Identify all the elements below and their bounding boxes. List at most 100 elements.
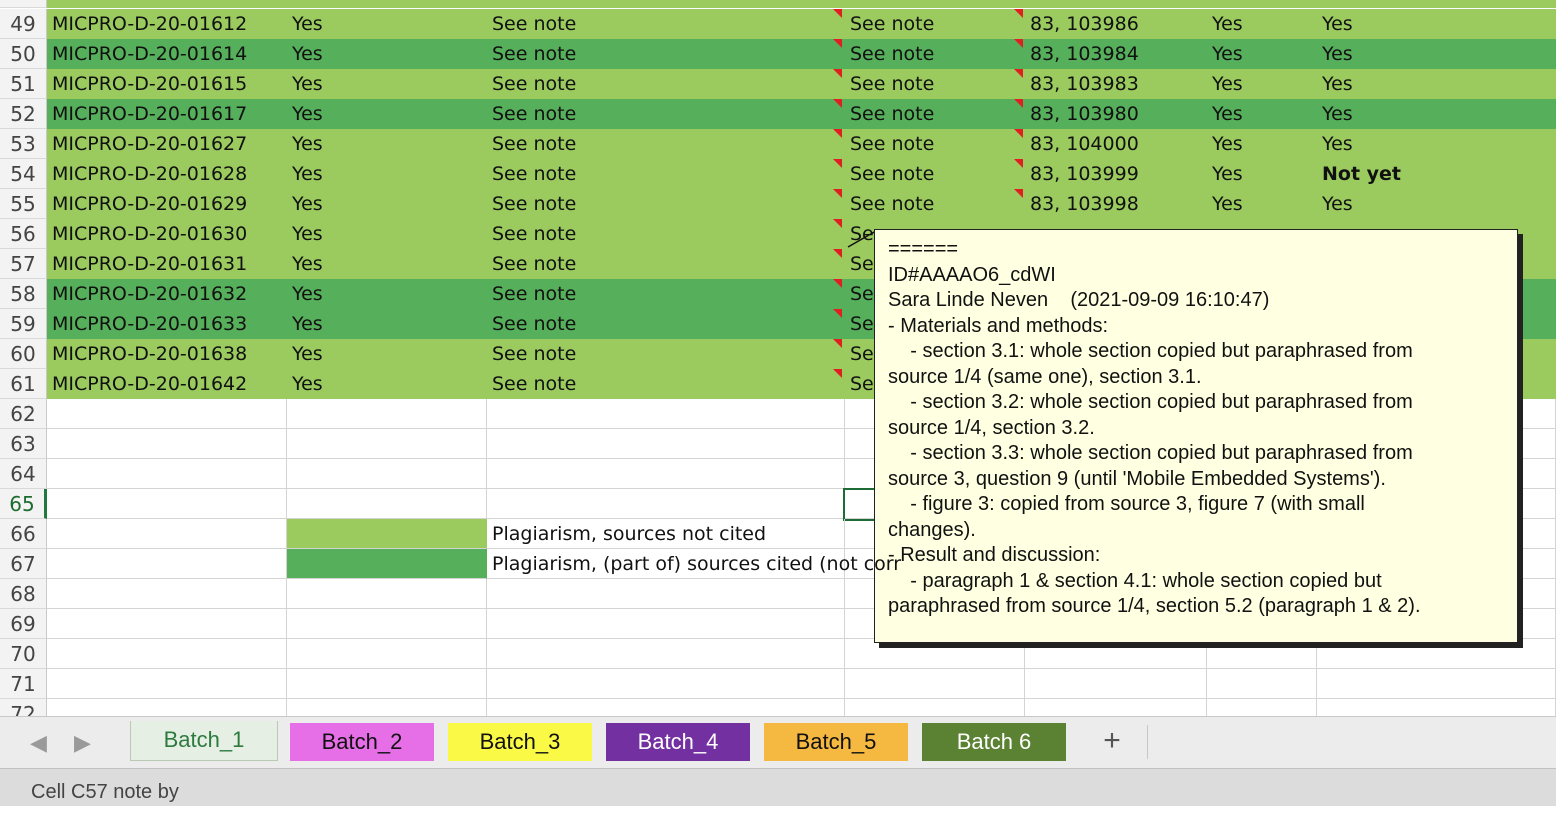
row-number[interactable]: 64: [0, 459, 47, 489]
table-cell[interactable]: MICPRO-D-20-01615: [47, 69, 287, 99]
add-sheet-button[interactable]: +: [1103, 724, 1121, 757]
table-cell[interactable]: Yes: [287, 369, 487, 399]
table-cell[interactable]: [47, 489, 287, 519]
table-cell[interactable]: Yes: [1207, 99, 1317, 129]
table-cell[interactable]: Yes: [1317, 189, 1556, 219]
sheet-tab-5[interactable]: Batch_5: [764, 723, 908, 761]
table-cell[interactable]: 83, 103980: [1014, 99, 1207, 129]
table-cell[interactable]: [1207, 699, 1317, 716]
sheet-tab-2[interactable]: Batch_2: [290, 723, 434, 761]
table-cell[interactable]: [47, 639, 287, 669]
table-cell[interactable]: Yes: [287, 189, 487, 219]
table-cell[interactable]: [1025, 699, 1207, 716]
table-cell[interactable]: [1207, 669, 1317, 699]
table-cell[interactable]: See note: [845, 99, 1025, 129]
table-cell[interactable]: Yes: [287, 9, 487, 39]
table-cell[interactable]: 83, 103986: [1014, 9, 1207, 39]
table-cell[interactable]: Yes: [1317, 39, 1556, 69]
table-cell[interactable]: [1025, 0, 1207, 8]
row-number[interactable]: 51: [0, 69, 47, 99]
table-cell[interactable]: MICPRO-D-20-01614: [47, 39, 287, 69]
table-cell[interactable]: Yes: [1207, 159, 1317, 189]
table-cell[interactable]: See note: [487, 279, 845, 309]
table-cell[interactable]: [1317, 699, 1556, 716]
table-cell[interactable]: Yes: [1207, 69, 1317, 99]
sheet-tab-3[interactable]: Batch_3: [448, 723, 592, 761]
row-number[interactable]: 56: [0, 219, 47, 249]
row-number[interactable]: 68: [0, 579, 47, 609]
table-cell[interactable]: Yes: [287, 219, 487, 249]
table-cell[interactable]: Yes: [1317, 99, 1556, 129]
table-cell[interactable]: Yes: [287, 249, 487, 279]
table-cell[interactable]: See note: [487, 219, 845, 249]
table-cell[interactable]: [287, 459, 487, 489]
table-cell[interactable]: [47, 549, 287, 579]
table-cell[interactable]: See note: [845, 69, 1025, 99]
table-cell[interactable]: See note: [487, 309, 845, 339]
table-cell[interactable]: MICPRO-D-20-01633: [47, 309, 287, 339]
table-cell[interactable]: [845, 639, 1025, 669]
table-cell[interactable]: [487, 669, 845, 699]
row-number[interactable]: 71: [0, 669, 47, 699]
table-cell[interactable]: 83, 103983: [1014, 69, 1207, 99]
table-cell[interactable]: [287, 0, 487, 8]
table-cell[interactable]: [287, 669, 487, 699]
table-cell[interactable]: MICPRO-D-20-01612: [47, 9, 287, 39]
table-cell[interactable]: [47, 459, 287, 489]
row-number[interactable]: 65: [0, 489, 47, 519]
table-cell[interactable]: [287, 489, 487, 519]
table-cell[interactable]: Yes: [1207, 189, 1317, 219]
row-number[interactable]: 55: [0, 189, 47, 219]
table-cell[interactable]: [287, 639, 487, 669]
table-cell[interactable]: [487, 609, 845, 639]
table-cell[interactable]: See note: [487, 9, 845, 39]
table-cell[interactable]: Yes: [1207, 39, 1317, 69]
table-cell[interactable]: MICPRO-D-20-01617: [47, 99, 287, 129]
row-number[interactable]: 67: [0, 549, 47, 579]
table-cell[interactable]: Not yet: [1317, 159, 1556, 189]
table-cell[interactable]: See note: [487, 69, 845, 99]
table-cell[interactable]: MICPRO-D-20-01630: [47, 219, 287, 249]
row-number[interactable]: 54: [0, 159, 47, 189]
table-cell[interactable]: [47, 609, 287, 639]
table-cell[interactable]: [287, 429, 487, 459]
table-cell[interactable]: 83, 103998: [1014, 189, 1207, 219]
table-cell[interactable]: Yes: [1207, 9, 1317, 39]
table-cell[interactable]: 83, 104000: [1014, 129, 1207, 159]
legend-label[interactable]: Plagiarism, (part of) sources cited (not…: [487, 549, 901, 579]
table-cell[interactable]: See note: [487, 339, 845, 369]
table-cell[interactable]: See note: [487, 369, 845, 399]
table-cell[interactable]: [47, 399, 287, 429]
table-cell[interactable]: See note: [487, 99, 845, 129]
table-cell[interactable]: MICPRO-D-20-01631: [47, 249, 287, 279]
row-number[interactable]: [0, 0, 47, 8]
table-cell[interactable]: [47, 669, 287, 699]
table-cell[interactable]: [845, 669, 1025, 699]
table-cell[interactable]: See note: [487, 129, 845, 159]
table-cell[interactable]: [47, 429, 287, 459]
table-cell[interactable]: Yes: [1317, 9, 1556, 39]
table-cell[interactable]: [845, 699, 1025, 716]
table-cell[interactable]: See note: [487, 189, 845, 219]
legend-swatch[interactable]: [287, 549, 487, 579]
table-cell[interactable]: [287, 579, 487, 609]
table-cell[interactable]: Yes: [287, 69, 487, 99]
table-cell[interactable]: See note: [845, 39, 1025, 69]
table-cell[interactable]: [1207, 639, 1317, 669]
table-cell[interactable]: [287, 399, 487, 429]
table-cell[interactable]: See note: [845, 9, 1025, 39]
table-cell[interactable]: See note: [845, 189, 1025, 219]
table-cell[interactable]: [487, 399, 845, 429]
table-cell[interactable]: [487, 579, 845, 609]
table-cell[interactable]: MICPRO-D-20-01638: [47, 339, 287, 369]
row-number[interactable]: 58: [0, 279, 47, 309]
row-number[interactable]: 61: [0, 369, 47, 399]
table-cell[interactable]: Yes: [1317, 129, 1556, 159]
table-cell[interactable]: [487, 0, 845, 8]
table-cell[interactable]: [487, 429, 845, 459]
row-number[interactable]: 70: [0, 639, 47, 669]
table-cell[interactable]: [1025, 669, 1207, 699]
row-number[interactable]: 53: [0, 129, 47, 159]
table-cell[interactable]: [1317, 0, 1556, 8]
